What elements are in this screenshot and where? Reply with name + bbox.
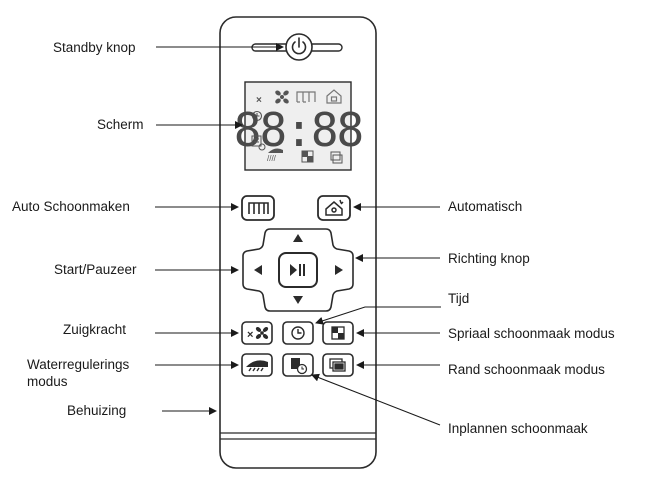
label-edge: Rand schoonmaak modus — [448, 362, 605, 377]
schedule-button[interactable] — [282, 353, 314, 377]
label-start-pause: Start/Pauzeer — [54, 262, 137, 277]
label-water-line1: Waterregulerings — [27, 357, 130, 372]
svg-text:////: //// — [267, 154, 277, 163]
screen-clock-icon — [251, 110, 263, 122]
fan-icon — [255, 327, 269, 339]
edge-icon — [329, 358, 346, 372]
screen-edge-icon — [330, 151, 343, 164]
label-schedule: Inplannen schoonmaak — [448, 421, 588, 436]
label-auto-clean: Auto Schoonmaken — [12, 199, 130, 214]
screen-auto-icon — [296, 91, 316, 103]
arrow-left-icon — [254, 265, 262, 275]
label-housing: Behuizing — [67, 403, 127, 418]
clock-icon — [291, 326, 305, 340]
screen-fan-icon — [275, 90, 289, 104]
lcd-screen: × 88:88 //// — [234, 81, 364, 171]
auto-clean-button[interactable] — [241, 195, 275, 221]
screen-spiral-icon — [301, 150, 314, 163]
start-pause-button[interactable] — [278, 252, 318, 288]
auto-clean-icon — [248, 202, 269, 214]
arrow-right-icon — [335, 265, 343, 275]
label-direction: Richting knop — [448, 251, 530, 266]
edge-button[interactable] — [322, 353, 354, 377]
label-time: Tijd — [448, 291, 470, 306]
svg-text:×: × — [247, 329, 253, 341]
screen-x-icon: × — [256, 95, 262, 106]
label-spiral: Spriaal schoonmaak modus — [448, 326, 615, 341]
automatic-button[interactable] — [317, 195, 351, 221]
suction-button[interactable]: × — [241, 321, 273, 345]
water-icon — [246, 360, 268, 372]
spiral-icon — [331, 326, 345, 340]
arrow-down-icon — [293, 296, 303, 304]
standby-button[interactable] — [251, 33, 343, 61]
time-button[interactable] — [282, 321, 314, 345]
screen-schedule-icon — [251, 135, 266, 151]
label-automatic: Automatisch — [448, 199, 523, 214]
label-water-line2: modus — [27, 374, 68, 389]
screen-water-icon: //// — [267, 148, 283, 163]
label-screen: Scherm — [97, 117, 144, 132]
label-suction: Zuigkracht — [63, 322, 127, 337]
label-standby: Standby knop — [53, 40, 136, 55]
play-pause-icon — [290, 264, 305, 276]
arrow-up-icon — [293, 234, 303, 242]
screen-digits: 88:88 — [234, 103, 362, 157]
spiral-button[interactable] — [322, 321, 354, 345]
power-icon — [291, 37, 307, 55]
home-icon — [325, 199, 344, 216]
screen-home-icon — [326, 89, 342, 104]
schedule-icon — [291, 358, 308, 375]
water-button[interactable] — [241, 353, 273, 377]
callout-lines — [155, 43, 441, 426]
